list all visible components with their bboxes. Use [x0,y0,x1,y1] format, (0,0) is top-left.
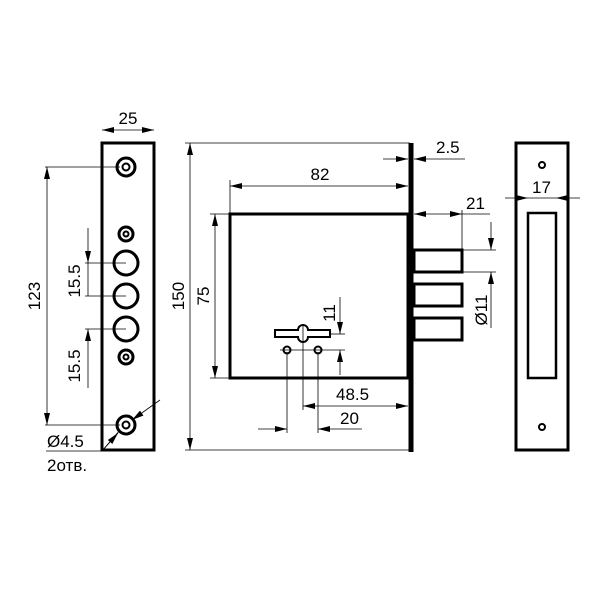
dim-bolt-diameter: Ø11 [472,295,491,326]
dim-backset: 48.5 [336,385,369,404]
dim-hole-distance: 20 [340,409,359,428]
bolt-1 [412,248,464,274]
dim-hole-spacing: 123 [25,282,44,310]
dim-body-width: 82 [311,165,330,184]
screw-hole-upper [117,225,135,243]
screw-hole-lower [117,348,135,366]
dim-faceplate-width: 25 [119,109,138,128]
faceplate-outline [100,141,156,452]
dim-bolt-projection: 21 [466,194,485,213]
front-plate [408,143,414,452]
lock-case [228,212,410,380]
dim-spacing-top: 15.5 [65,264,84,297]
dim-plate-thickness: 2.5 [436,138,460,157]
bolt-2 [412,282,464,308]
strike-screw-top [538,161,546,169]
lock-body-view: 150 82 75 2.5 21 Ø11 [169,138,496,452]
dim-spacing-bottom: 15.5 [65,349,84,382]
dim-strike-width: 17 [532,178,551,197]
dim-body-height: 75 [194,287,213,306]
strike-plate-view: 17 [505,141,580,452]
strike-opening [526,211,558,380]
strike-plate-outline [514,141,570,452]
dim-keyhole-offset: 11 [320,304,339,322]
faceplate-view: 25 123 15.5 15.5 Ø4.5 2отв. [25,109,161,475]
dim-hole-diameter: Ø4.5 [47,432,84,451]
bolt-3 [412,316,464,342]
keyhole [274,324,331,343]
strike-screw-bottom [538,423,546,431]
dim-total-height: 150 [169,282,188,310]
hole-count-note: 2отв. [47,456,87,475]
